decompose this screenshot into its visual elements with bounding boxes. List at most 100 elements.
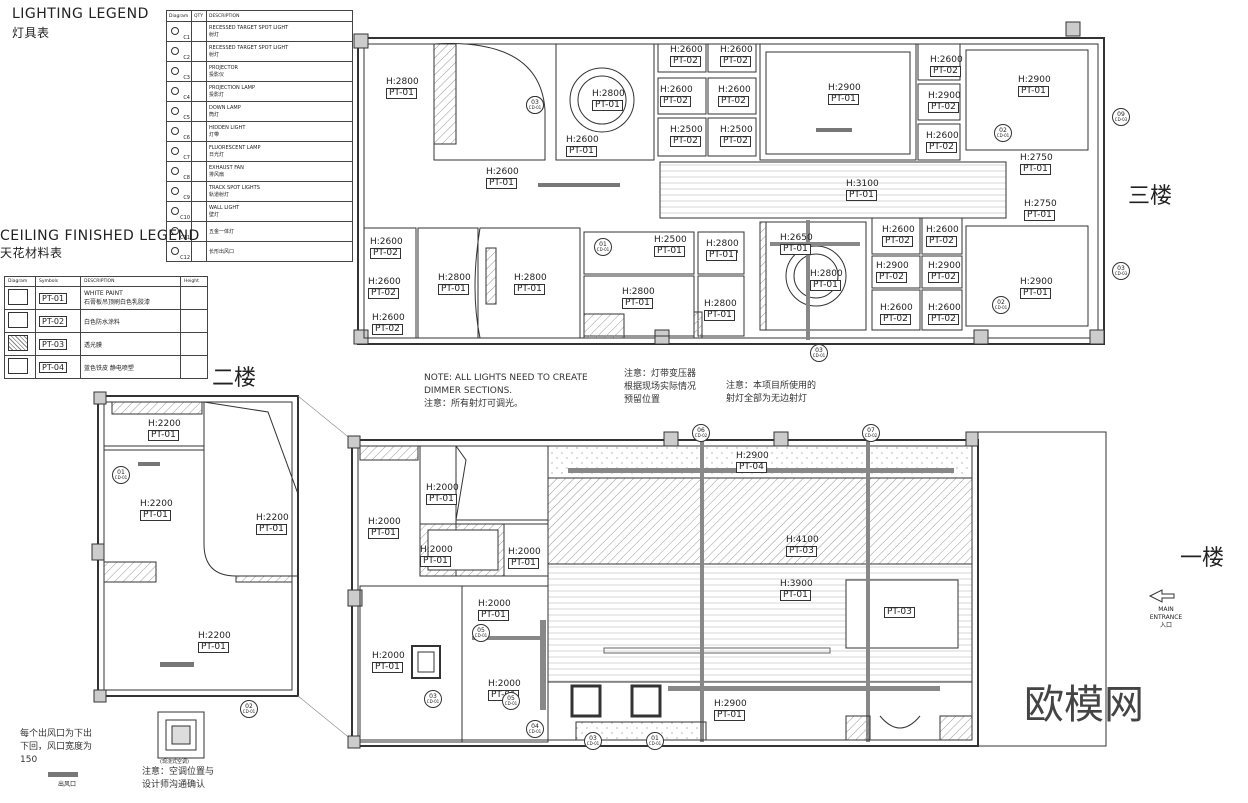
- vent-note-3: 150: [20, 755, 38, 765]
- section-number: 03: [1117, 265, 1125, 272]
- height-tag-finish: PT-01: [486, 178, 517, 189]
- height-tag-finish: PT-02: [926, 236, 957, 247]
- height-tag-finish: PT-01: [828, 94, 859, 105]
- section-number: 07: [867, 427, 875, 434]
- fixture-icon: [171, 206, 179, 215]
- legend-symbol: C1: [166, 21, 192, 42]
- legend-description-cn: 长形出风口: [209, 249, 235, 255]
- height-tag-finish: PT-02: [368, 288, 399, 299]
- fixture-icon: [171, 126, 179, 135]
- height-tag-height: H:2750: [1020, 153, 1053, 163]
- legend-code: C6: [183, 135, 190, 141]
- height-tag-finish: PT-01: [810, 280, 841, 291]
- height-tag-finish: PT-02: [882, 236, 913, 247]
- ceiling-swatch: [8, 289, 28, 305]
- height-tag-height: H:2000: [478, 599, 511, 609]
- third-floor-plan: [353, 21, 1105, 345]
- section-number: 03: [429, 693, 437, 700]
- height-tag-finish: PT-01: [1024, 210, 1055, 221]
- height-tag-height: H:2600: [670, 45, 703, 55]
- height-tag-height: H:2600: [660, 85, 693, 95]
- section-ref: CD-03: [1114, 271, 1128, 276]
- fixture-icon: [171, 226, 179, 235]
- height-tag-height: H:2800: [592, 89, 625, 99]
- section-ref: CD-01: [474, 633, 488, 638]
- legend-description-cn: 筒灯: [209, 112, 220, 118]
- height-tag-finish: PT-02: [930, 66, 961, 77]
- legend-code: C7: [183, 155, 190, 161]
- height-tag-finish: PT-01: [714, 710, 745, 721]
- spot-note-1: 注意：本项目所使用的: [726, 381, 817, 391]
- legend-description-en: DOWN LAMP: [209, 105, 241, 111]
- legend-description-en: TRACK SPOT LIGHTS: [209, 185, 260, 191]
- detail-note-1: 注意：空调位置与: [142, 767, 215, 777]
- height-tag-height: H:2800: [438, 273, 471, 283]
- legend-description-cn: 投影灯: [209, 92, 225, 98]
- transformer-note: 注意：灯带变压器 根据现场实际情况 预留位置: [624, 368, 696, 407]
- height-tag-height: H:2600: [926, 225, 959, 235]
- ceiling-symbol-cell: PT-03: [35, 332, 81, 356]
- ceiling-swatch: [8, 335, 28, 351]
- ceiling-swatch-cell: [4, 332, 36, 356]
- height-tag-height: H:2600: [370, 237, 403, 247]
- section-ref: CD-01: [812, 353, 826, 358]
- height-tag-finish: PT-01: [846, 190, 877, 201]
- height-tag-finish: PT-01: [1020, 164, 1051, 175]
- ceiling-description-cn: 透光膜: [84, 341, 103, 349]
- height-tag-height: H:2200: [198, 631, 231, 641]
- legend-code: C8: [183, 175, 190, 181]
- height-tag-finish: PT-02: [670, 56, 701, 67]
- height-tag-height: H:3900: [780, 579, 813, 589]
- section-number: 03: [531, 99, 539, 106]
- section-number: 01: [117, 469, 125, 476]
- height-tag-finish: PT-03: [786, 546, 817, 557]
- ceiling-symbol-cell: PT-04: [35, 355, 81, 379]
- legend-description-cn: 日光灯: [209, 152, 225, 158]
- height-tag-height: H:2900: [876, 261, 909, 271]
- second-floor-plan: [48, 391, 353, 777]
- section-ref: CD-01: [242, 709, 256, 714]
- height-tag-finish: PT-01: [256, 524, 287, 535]
- legend-description-cn: 轨道射灯: [209, 192, 230, 198]
- section-ref: CD-01: [504, 701, 518, 706]
- legend-code: C3: [183, 75, 190, 81]
- transformer-note-1: 注意：灯带变压器: [624, 369, 697, 379]
- vent-note-2: 下回，风口宽度为: [20, 742, 93, 752]
- height-tag-finish: PT-02: [370, 248, 401, 259]
- legend-symbol: C12: [166, 241, 192, 262]
- section-ref: CD-02: [864, 433, 878, 438]
- legend-description-en: WALL LIGHT: [209, 205, 240, 211]
- height-tag-finish: PT-01: [706, 250, 737, 261]
- ceiling-description-cn: 石膏板吊顶刷白色乳胶漆: [84, 299, 151, 306]
- first-floor-plan: [347, 431, 1107, 749]
- legend-description-en: RECESSED TARGET SPOT LIGHT: [209, 25, 289, 31]
- vent-note: 每个出风口为下出 下回，风口宽度为 150: [20, 728, 92, 767]
- height-tag-finish: PT-01: [372, 662, 403, 673]
- legend-description-en: FLUORESCENT LAMP: [209, 145, 261, 151]
- section-number: 02: [999, 127, 1007, 134]
